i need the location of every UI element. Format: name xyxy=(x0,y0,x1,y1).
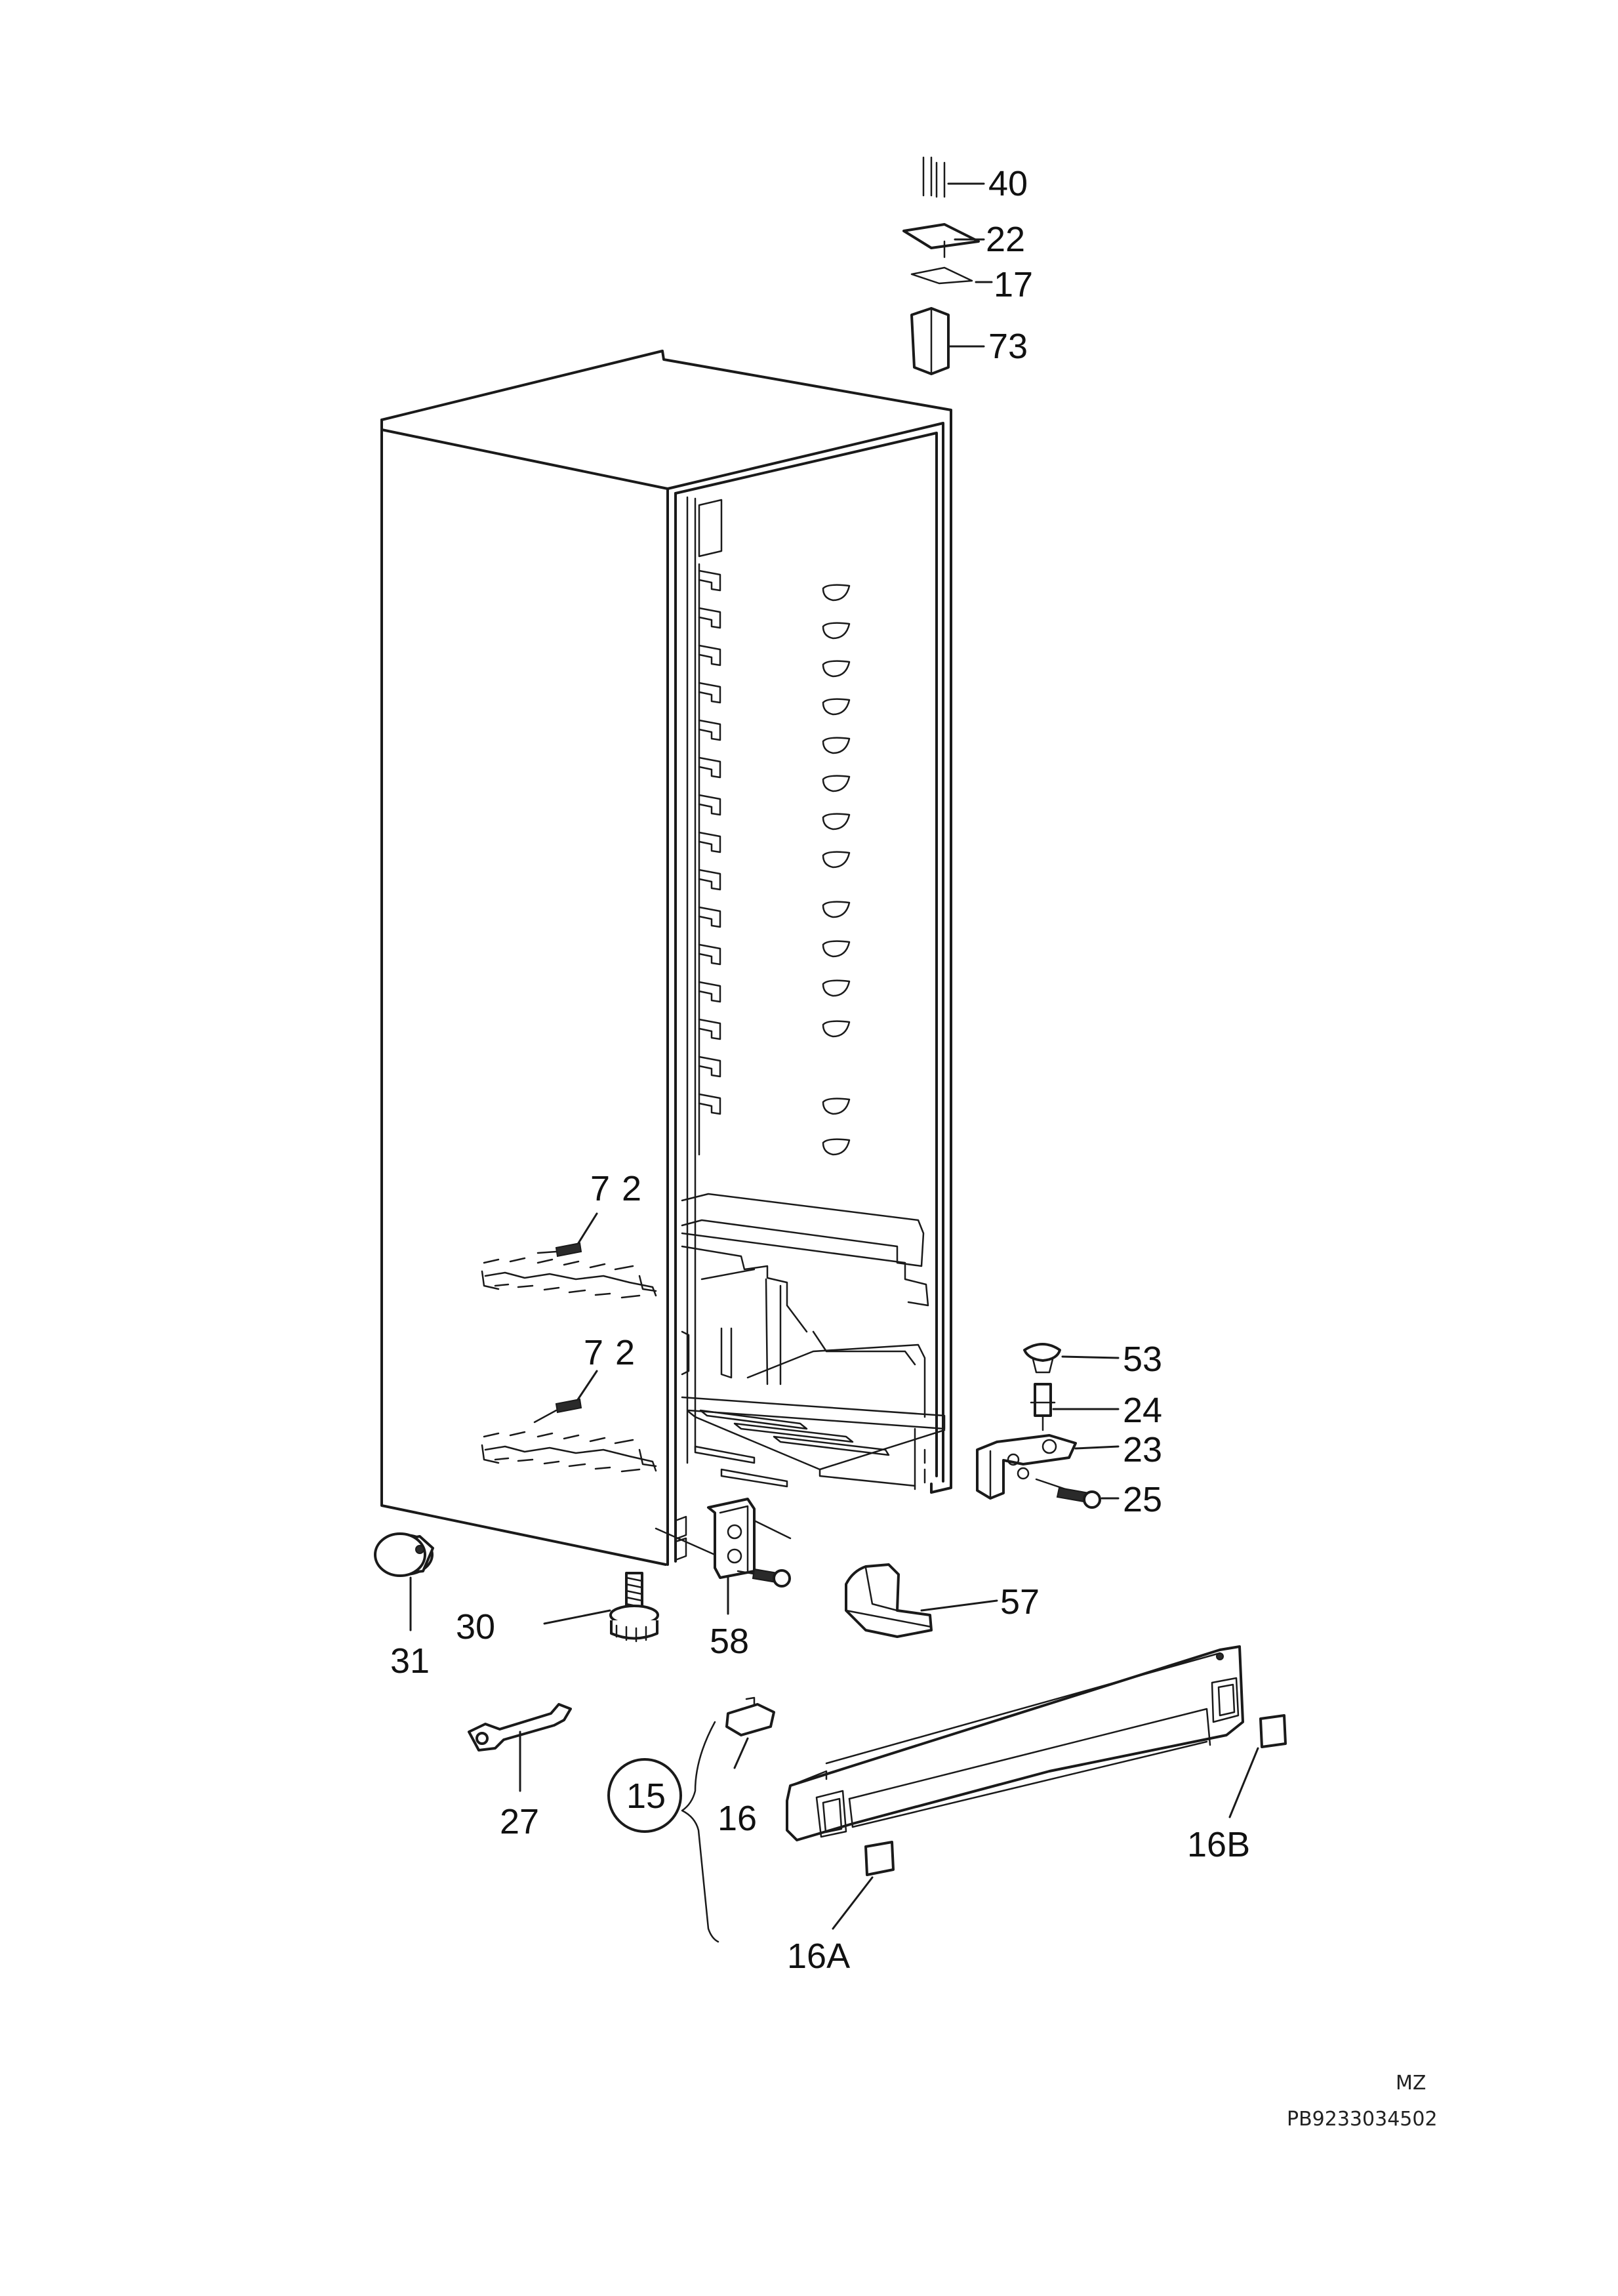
shelf-slot xyxy=(698,719,721,741)
part-73-hinge-cover xyxy=(910,307,985,375)
label-53: 53 xyxy=(1123,1340,1162,1379)
label-72-lower: 72 xyxy=(584,1333,647,1372)
shelf-support xyxy=(822,813,851,830)
part-16-clip xyxy=(725,1696,775,1769)
shelf-support xyxy=(822,775,851,792)
shelf-slot xyxy=(698,1093,721,1115)
footer-code: MZ xyxy=(1396,2072,1426,2095)
label-40: 40 xyxy=(988,164,1028,203)
part-17-shim xyxy=(910,266,993,285)
shelf-support xyxy=(822,940,851,958)
label-15: 15 xyxy=(626,1776,666,1816)
shelf-slot xyxy=(698,607,721,629)
label-73: 73 xyxy=(988,327,1028,366)
shelf-slot xyxy=(698,1056,721,1078)
crisper-compartment xyxy=(674,1193,946,1561)
part-22-hinge-plate xyxy=(902,223,985,258)
shelf-support xyxy=(822,1138,851,1156)
shelf-slot xyxy=(698,869,721,891)
label-22: 22 xyxy=(986,220,1025,259)
part-30-foot xyxy=(543,1572,659,1643)
label-24: 24 xyxy=(1123,1391,1162,1430)
label-17: 17 xyxy=(994,265,1033,304)
part-53-cap xyxy=(1023,1343,1120,1374)
shelf-slot xyxy=(698,831,721,853)
label-16A: 16A xyxy=(787,1937,850,1976)
shelf-slot xyxy=(698,943,721,966)
plinth-grille xyxy=(786,1645,1244,1841)
label-25: 25 xyxy=(1123,1480,1162,1519)
label-30: 30 xyxy=(456,1607,495,1647)
shelf-slot xyxy=(698,981,721,1003)
shelf-support xyxy=(822,622,851,640)
shelf-slot xyxy=(698,1018,721,1040)
part-72-upper xyxy=(481,1212,657,1299)
cabinet-body xyxy=(380,350,952,1566)
part-58-hinge xyxy=(655,1498,792,1615)
label-23: 23 xyxy=(1123,1430,1162,1469)
label-31: 31 xyxy=(390,1641,430,1681)
shelf-support xyxy=(822,901,851,918)
label-27: 27 xyxy=(500,1802,539,1841)
part-24-pin xyxy=(1030,1383,1120,1431)
shelf-support xyxy=(822,660,851,678)
shelf-support xyxy=(822,698,851,716)
part-15-kit xyxy=(607,1721,719,1943)
shelf-slot xyxy=(698,906,721,928)
shelf-slot xyxy=(698,569,721,592)
label-72-upper: 72 xyxy=(590,1169,653,1208)
part-40-pins xyxy=(922,156,985,198)
part-31-cap xyxy=(374,1532,434,1631)
shelf-slot xyxy=(698,644,721,666)
part-23-hinge-bracket xyxy=(976,1434,1120,1500)
part-57-cover xyxy=(845,1563,998,1638)
shelf-slot xyxy=(698,794,721,816)
footer-reference: PB9233034502 xyxy=(1287,2108,1438,2131)
part-16B-clip xyxy=(1228,1714,1287,1818)
label-16B: 16B xyxy=(1187,1825,1250,1864)
shelf-support xyxy=(822,851,851,869)
shelf-support xyxy=(822,1020,851,1038)
shelf-supports-right xyxy=(822,584,851,1156)
label-16: 16 xyxy=(718,1799,757,1838)
part-16A-clip xyxy=(832,1841,895,1930)
shelf-slot xyxy=(698,756,721,779)
shelf-support xyxy=(822,584,851,602)
part-27-wrench xyxy=(468,1703,572,1792)
part-25-screw xyxy=(1035,1478,1120,1509)
shelf-slot xyxy=(698,682,721,704)
part-72-lower xyxy=(481,1370,657,1473)
shelf-slots xyxy=(698,569,721,1115)
shelf-support xyxy=(822,1097,851,1115)
shelf-support xyxy=(822,737,851,754)
label-57: 57 xyxy=(1000,1582,1040,1622)
shelf-support xyxy=(822,979,851,997)
label-58: 58 xyxy=(710,1622,749,1661)
